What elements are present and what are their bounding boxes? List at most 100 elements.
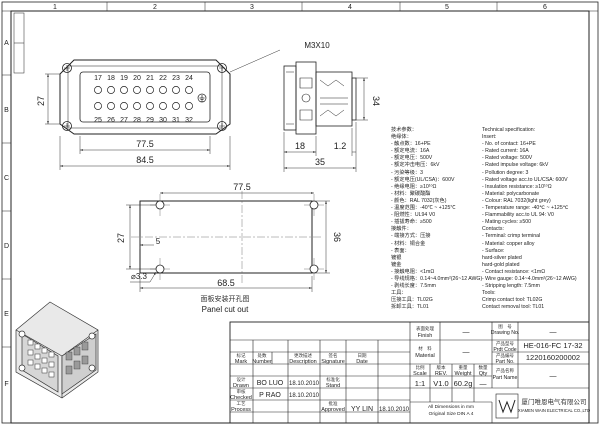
spec-line: 拆卸工具：TL01 <box>391 304 429 311</box>
screw-icon <box>62 63 72 73</box>
contact-row-top <box>94 86 193 94</box>
label-signature: Signature <box>321 359 345 365</box>
dim-cutout-right: 36 <box>332 232 342 242</box>
spec-line: - 导线规格：0.14~4.0mm²(26~12 AWG) <box>391 275 483 282</box>
checked-by: P RAO <box>259 392 281 399</box>
cutout-caption-cn: 面板安装开孔图 <box>201 294 250 303</box>
label-approved: Approved <box>321 407 345 413</box>
approved-date: 18.10.2010 <box>379 407 410 413</box>
screw-icon <box>217 121 227 131</box>
spec-line: - 温度范围：-40℃ ~ +125℃ <box>391 205 456 212</box>
spec-line: - Mating cycles: ≥500 <box>482 219 531 226</box>
label-signature-cn: 签名 <box>329 352 338 359</box>
label-drawing-no: Drawing No. <box>491 330 520 336</box>
spec-line: - Rated impulse voltage: 6kV <box>482 162 549 169</box>
wain-logo-icon <box>495 393 519 419</box>
spec-line: - Terminal: crimp terminal <box>482 233 541 240</box>
spec-line: - 材料：铜合金 <box>391 240 426 247</box>
label-part-no: Part No. <box>495 359 514 365</box>
drawn-by: BO LUO <box>257 380 284 387</box>
spec-list-cn: 技术参数：绝缘体：- 触点数：16+PE- 额定电流：16A- 额定电压：500… <box>391 127 482 311</box>
label-part-name-cn: 产品名称 <box>496 367 514 374</box>
border-number-6: 6 <box>543 4 547 11</box>
border-letter-d: D <box>4 243 9 250</box>
label-date-cn: 日期 <box>358 353 367 359</box>
label-mark-cn: 标记 <box>237 352 246 359</box>
drawing-no-value: — <box>550 329 557 336</box>
spec-line: - Rated current: 16A <box>482 148 529 155</box>
cutout-caption-en: Panel cut out <box>202 305 249 314</box>
label-process-cn: 工艺 <box>237 401 246 407</box>
contact-number: 29 <box>146 117 154 124</box>
spec-line: hard-silver plated <box>482 254 522 261</box>
contact-number: 28 <box>133 117 141 124</box>
label-stand: Stand <box>326 383 340 389</box>
spec-line: - 颜色：RAL 7032(灰色) <box>391 197 447 204</box>
spec-line: - No. of contact: 16+PE <box>482 141 536 148</box>
spec-line: - 端接方式：压接 <box>391 233 431 240</box>
contact-number: 18 <box>107 75 115 82</box>
product-code-value: HE-016-FC 17-32 <box>523 341 582 350</box>
label-weight-cn: 重量 <box>459 364 468 371</box>
contact-number: 27 <box>120 117 128 124</box>
contact-number: 26 <box>107 117 115 124</box>
dim-cutout-bottom: 68.5 <box>217 278 235 288</box>
front-view: M3X10 <box>36 41 330 170</box>
label-qty-cn: 数量 <box>479 364 488 371</box>
contact-row-bottom <box>94 102 193 110</box>
label-date: Date <box>356 359 368 365</box>
spec-line: - 污染等级：3 <box>391 169 423 176</box>
mount-hole <box>155 264 165 274</box>
border-letter-e: E <box>4 311 9 318</box>
spec-line: - Rated voltage acc.to UL/CSA: 600V <box>482 176 568 183</box>
border-letter-b: B <box>4 107 9 114</box>
spec-line: 绝缘体： <box>391 134 412 141</box>
part-no-value: 1220160200002 <box>526 353 580 362</box>
dim-side-total: 35 <box>315 157 325 167</box>
label-part-name: Part Name <box>493 375 518 381</box>
spec-line: - 绝缘电阻：≥10¹⁰Ω <box>391 183 437 190</box>
border-letter-a: A <box>4 40 9 47</box>
contact-number: 21 <box>146 75 154 82</box>
rev-value: V1.0 <box>433 379 448 388</box>
dim-side-depth-b: 1.2 <box>334 141 347 151</box>
dimensions-note: All Dimensions in mm <box>428 404 474 410</box>
title-block <box>229 321 590 424</box>
contact-number: 22 <box>159 75 167 82</box>
label-process: Process <box>231 407 251 413</box>
spec-line: - 阻燃性：UL94 V0 <box>391 212 436 219</box>
mount-hole <box>309 264 319 274</box>
label-part-no-cn: 产品编号 <box>496 352 514 359</box>
contact-number: 19 <box>120 75 128 82</box>
spec-line: 工具： <box>391 290 407 297</box>
spec-line: hard-gold plated <box>482 261 520 268</box>
label-rev-cn: 版本 <box>437 364 446 371</box>
company-name-en: XIAMEN WAIN ELECTRICAL CO.,LTD <box>518 408 590 413</box>
spec-list-en: Technical specification:Insert:- No. of … <box>482 127 577 311</box>
spec-line: - Temperature range: -40℃ ~ +125℃ <box>482 205 569 212</box>
spec-line: Contact removal tool: TL01 <box>482 304 545 311</box>
spec-line: Technical specification: <box>482 127 536 133</box>
spec-line: Insert: <box>482 134 497 141</box>
label-description: Description <box>289 359 317 365</box>
spec-line: - Material: copper alloy <box>482 240 535 247</box>
dim-cutout-left: 27 <box>116 233 126 243</box>
label-drawn: Drawn <box>233 383 249 389</box>
spec-line: 压接工具：TL02G <box>391 297 433 304</box>
border-number-1: 1 <box>53 4 57 11</box>
dim-hole-diameter: ⌀3.3 <box>131 272 148 281</box>
spec-line: - Material: polycarbonate <box>482 190 540 197</box>
label-scale-cn: 比例 <box>416 364 425 371</box>
label-material: Material <box>415 353 435 359</box>
spec-line: - 额定电压：500V <box>391 155 433 162</box>
spec-line: - 表面： <box>391 247 410 254</box>
qty-value: — <box>480 381 487 388</box>
spec-line: Tools: <box>482 290 496 297</box>
spec-line: 镀金 <box>391 261 402 268</box>
screw-icon <box>217 63 227 73</box>
label-material-cn: 材 料 <box>418 345 432 352</box>
spec-line: Crimp contact tool: TL02G <box>482 297 543 304</box>
side-view-dimensions <box>283 77 368 172</box>
border-number-2: 2 <box>153 4 157 11</box>
